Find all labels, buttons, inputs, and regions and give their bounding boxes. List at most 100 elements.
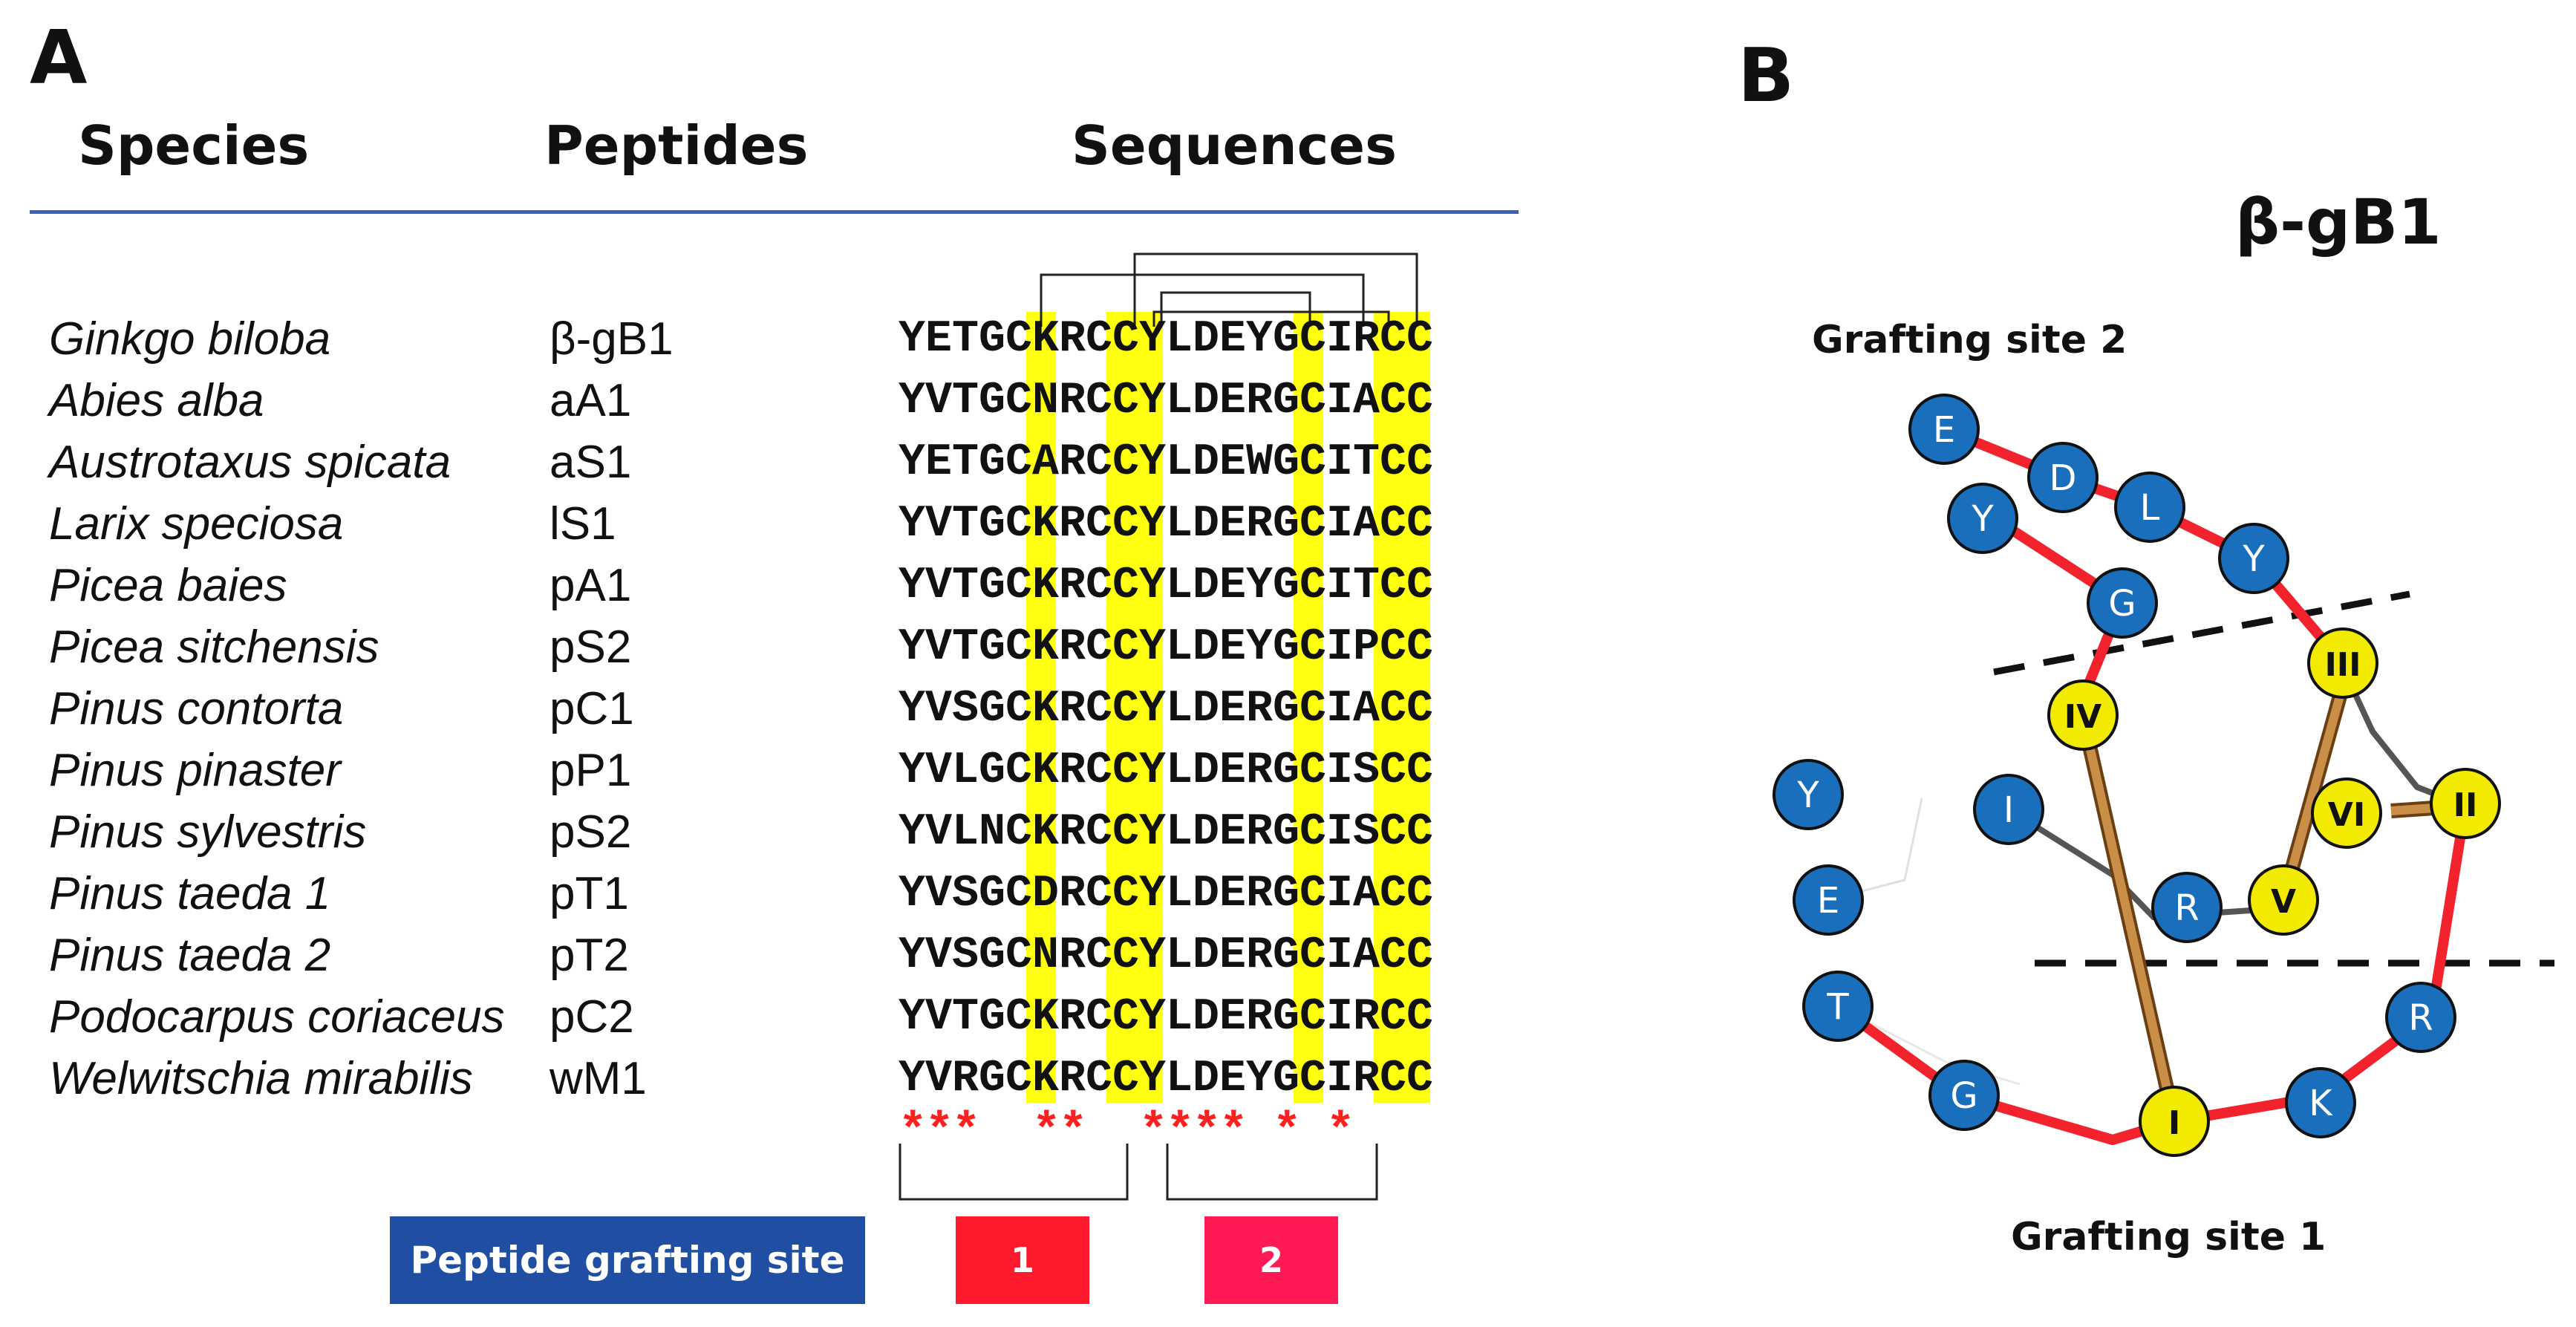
peptide-name: β-gB1 — [550, 313, 674, 365]
species-name: Abies alba — [49, 375, 264, 426]
species-name: Podocarpus coriaceus — [49, 991, 505, 1043]
peptide-name: pC1 — [550, 683, 634, 734]
legend-site1-number: 1 — [1010, 1240, 1034, 1280]
svg-text:II: II — [2453, 786, 2478, 824]
species-header: Species — [78, 114, 310, 177]
residue-blue-G: G — [1928, 1060, 2000, 1131]
svg-text:E: E — [1817, 880, 1839, 922]
species-name: Ginkgo biloba — [49, 313, 331, 365]
cys-highlight-col-5 — [1026, 312, 1056, 1103]
svg-text:T: T — [1826, 986, 1849, 1028]
panel-a-letter: A — [30, 14, 88, 101]
legend-site2-number: 2 — [1259, 1240, 1283, 1280]
residue-blue-I: I — [1973, 774, 2044, 845]
species-name: Austrotaxus spicata — [49, 437, 451, 488]
svg-text:I: I — [2168, 1104, 2180, 1142]
dashed-divider-top — [1993, 590, 2410, 676]
peptide-name: lS1 — [550, 498, 616, 550]
sequence: YETGCKRCCYLDEYGCIRCC — [899, 314, 1434, 365]
legend-site2-box: 2 — [1204, 1216, 1338, 1304]
residue-cysteine-IV: IV — [2047, 679, 2119, 751]
residue-cysteine-VI: VI — [2311, 777, 2382, 849]
sequence: YVTGCKRCCYLDERGCIACC — [899, 499, 1434, 550]
species-name: Welwitschia mirabilis — [49, 1053, 473, 1104]
sequence: YVTGCKRCCYLDEYGCIPCC — [899, 622, 1434, 673]
legend-site1-box: 1 — [956, 1216, 1089, 1304]
svg-text:E: E — [1933, 409, 1955, 451]
alignment-row: Ginkgo biloba β-gB1 YETGCKRCCYLDEYGCIRCC — [0, 309, 1559, 370]
residue-cysteine-II: II — [2430, 768, 2501, 839]
residue-blue-Y: Y — [1773, 759, 1844, 830]
residue-cysteine-I: I — [2139, 1086, 2210, 1157]
residue-blue-E: E — [1793, 864, 1864, 936]
cys-highlight-col-19-20 — [1374, 312, 1430, 1103]
species-name: Picea baies — [49, 560, 287, 611]
sequence: YVSGCKRCCYLDERGCIACC — [899, 684, 1434, 734]
svg-text:K: K — [2309, 1083, 2333, 1124]
species-name: Larix speciosa — [49, 498, 344, 550]
panel-b-letter: B — [1738, 32, 1795, 119]
peptide-name: pP1 — [550, 745, 632, 796]
alignment-row: Pinus pinaster pP1 YVLGCKRCCYLDERGCISCC — [0, 740, 1559, 801]
peptide-name: pC2 — [550, 991, 634, 1043]
svg-text:G: G — [2108, 583, 2136, 625]
cys-highlight-col-8-9 — [1106, 312, 1163, 1103]
sequence: YVSGCDRCCYLDERGCIACC — [899, 869, 1434, 919]
sequence: YVLGCKRCCYLDERGCISCC — [899, 746, 1434, 796]
svg-text:VI: VI — [2328, 796, 2365, 834]
svg-text:L: L — [2140, 487, 2160, 529]
species-name: Pinus contorta — [49, 683, 344, 734]
legend-label: Peptide grafting site — [410, 1239, 845, 1282]
residue-blue-R: R — [2385, 982, 2456, 1053]
alignment-row: Austrotaxus spicata aS1 YETGCARCCYLDEWGCIT… — [0, 432, 1559, 493]
species-name: Picea sitchensis — [49, 622, 379, 673]
species-name: Pinus pinaster — [49, 745, 341, 796]
sequence: YVSGCNRCCYLDERGCIACC — [899, 930, 1434, 981]
svg-text:Y: Y — [1971, 498, 1994, 540]
residue-blue-R: R — [2151, 872, 2223, 943]
svg-text:IV: IV — [2064, 698, 2101, 736]
residue-blue-K: K — [2285, 1067, 2356, 1138]
legend-label-box: Peptide grafting site — [390, 1216, 865, 1304]
peptide-name: aS1 — [550, 437, 632, 488]
svg-text:R: R — [2408, 997, 2433, 1039]
svg-text:G: G — [1950, 1075, 1977, 1117]
peptides-header: Peptides — [544, 114, 809, 177]
alignment-row: Pinus taeda 2 pT2 YVSGCNRCCYLDERGCIACC — [0, 925, 1559, 986]
residue-blue-L: L — [2114, 472, 2185, 543]
peptide-name: pA1 — [550, 560, 632, 611]
sequence: YVLNCKRCCYLDERGCISCC — [899, 807, 1434, 858]
sequence: YETGCARCCYLDEWGCITCC — [899, 437, 1434, 488]
residue-blue-Y: Y — [2218, 523, 2289, 594]
residue-blue-E: E — [1908, 394, 1980, 465]
residue-cysteine-V: V — [2248, 864, 2319, 936]
svg-text:III: III — [2324, 646, 2361, 684]
sequences-header: Sequences — [1072, 114, 1397, 177]
residue-blue-G: G — [2087, 567, 2158, 639]
peptide-name: pS2 — [550, 806, 632, 858]
alignment-row: Podocarpus coriaceus pC2 YVTGCKRCCYLDERGCI… — [0, 987, 1559, 1048]
alignment-row: Pinus contorta pC1 YVSGCKRCCYLDERGCIACC — [0, 679, 1559, 740]
sequence: YVRGCKRCCYLDEYGCIRCC — [899, 1054, 1434, 1104]
sequence: YVTGCNRCCYLDERGCIACC — [899, 376, 1434, 426]
alignment-row: Larix speciosa lS1 YVTGCKRCCYLDERGCIACC — [0, 494, 1559, 555]
header-rule — [30, 210, 1519, 214]
peptide-name: pT2 — [550, 930, 629, 981]
sequence: YVTGCKRCCYLDERGCIRCC — [899, 992, 1434, 1043]
peptide-name: pT1 — [550, 868, 629, 919]
svg-text:Y: Y — [2242, 538, 2265, 580]
residue-blue-Y: Y — [1947, 483, 2018, 554]
species-name: Pinus taeda 2 — [49, 930, 331, 981]
residue-cysteine-III: III — [2307, 627, 2378, 699]
cys-highlight-col-16 — [1294, 312, 1323, 1103]
structure-title: β-gB1 — [2235, 186, 2442, 258]
